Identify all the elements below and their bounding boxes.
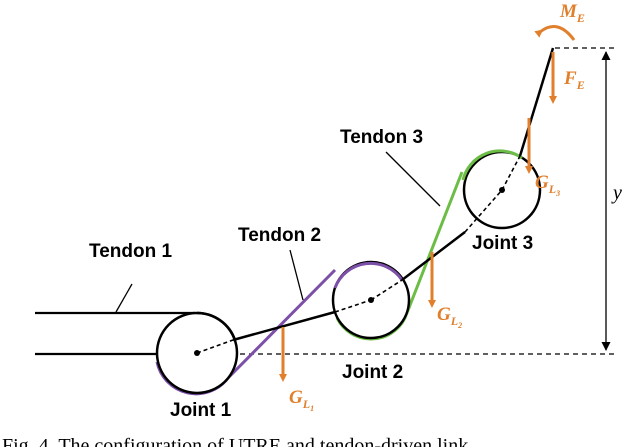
tendon-1-label: Tendon 1	[89, 241, 172, 262]
tendon-2-cross-link1	[226, 268, 337, 380]
tendon-2-leader	[289, 249, 304, 301]
link-1	[232, 310, 336, 342]
joint-1-center	[194, 350, 200, 356]
figure-caption: Fig. 4. The configuration of UTRE and te…	[2, 435, 468, 447]
tendon-3-wrap-joint3	[461, 149, 523, 181]
joint-3-label: Joint 3	[472, 233, 533, 254]
end-moment-arrow	[534, 25, 576, 41]
tendon-1-wrap-joint1	[196, 311, 237, 341]
joint-2-label: Joint 2	[342, 362, 403, 383]
gravity-label-link2: GL2	[437, 304, 462, 330]
centerline-joint2b	[370, 279, 403, 301]
centerline-joint3	[464, 189, 503, 233]
gravity-label-link1: GL1	[289, 387, 314, 413]
y-dimension-label: y	[611, 182, 622, 204]
tendon-2-wrap-joint2	[333, 261, 404, 289]
tendon-3-leader	[385, 151, 441, 207]
tendon-1-leader	[115, 283, 133, 313]
tendon-3-label: Tendon 3	[340, 127, 423, 148]
joint-3-center	[499, 187, 505, 193]
link-3	[518, 47, 555, 157]
gravity-label-link3: GL3	[535, 172, 560, 198]
centerline-joint2	[334, 299, 372, 313]
tendon-3-cross-link2	[403, 171, 464, 319]
centerline-joint1	[196, 339, 234, 354]
end-moment-label: ME	[559, 1, 585, 25]
end-force-label: FE	[563, 68, 585, 92]
tendon-2-label: Tendon 2	[238, 225, 321, 246]
joint-1-label: Joint 1	[170, 400, 232, 421]
joint-2-center	[368, 297, 374, 303]
